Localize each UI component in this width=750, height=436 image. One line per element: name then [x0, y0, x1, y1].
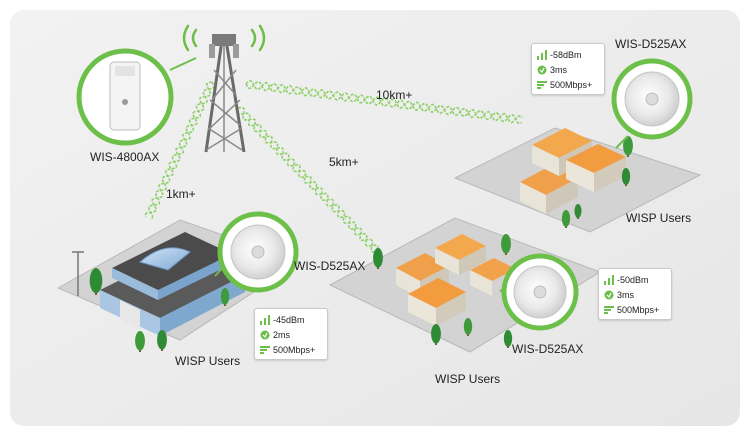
tree — [501, 234, 511, 254]
site-campus-users-label: WISP Users — [175, 354, 241, 368]
latency-value: 3ms — [550, 64, 568, 75]
tree — [373, 247, 383, 268]
tree — [621, 168, 631, 185]
site-middle-device-label: WIS-D525AX — [512, 342, 584, 356]
trees — [89, 136, 633, 352]
tree — [135, 331, 145, 351]
link-wave-10km — [245, 79, 523, 124]
signal-value: -50dBm — [617, 274, 649, 285]
latency-icon — [260, 330, 270, 339]
signal-value: -58dBm — [550, 49, 582, 60]
throughput-icon — [537, 80, 547, 89]
throughput-row: 500Mbps+ — [537, 77, 599, 92]
link-distance-10km: 10km+ — [376, 88, 413, 102]
throughput-value: 500Mbps+ — [273, 344, 316, 355]
tree — [220, 288, 230, 305]
dish-callout-houses-middle — [499, 253, 579, 331]
signal-bars-icon — [260, 314, 270, 325]
houses-right — [520, 128, 626, 214]
link-wave-1km — [144, 81, 213, 218]
site-campus-device-label: WIS-D525AX — [294, 259, 366, 273]
link-wave-5km — [236, 107, 380, 253]
signal-row: -50dBm — [604, 272, 666, 287]
stats-box-campus: -45dBm 2ms 500Mbps+ — [254, 308, 328, 360]
signal-bars-icon — [604, 274, 614, 285]
throughput-value: 500Mbps+ — [617, 304, 660, 315]
throughput-icon — [604, 305, 614, 314]
link-wave-1km — [147, 81, 215, 220]
tree — [89, 268, 103, 294]
throughput-row: 500Mbps+ — [260, 342, 322, 357]
tree — [561, 210, 571, 227]
latency-row: 3ms — [537, 62, 599, 77]
link-distance-5km: 5km+ — [329, 155, 359, 169]
tower-device-label: WIS-4800AX — [90, 150, 160, 164]
site-right-users-label: WISP Users — [626, 211, 692, 225]
tree — [623, 136, 633, 156]
latency-value: 2ms — [273, 329, 291, 340]
cell-tower — [182, 24, 266, 153]
wireless-links — [144, 79, 523, 254]
link-wave-5km — [237, 106, 379, 254]
tower-device-callout — [76, 48, 197, 146]
throughput-value: 500Mbps+ — [550, 79, 593, 90]
site-right-device-label: WIS-D525AX — [615, 37, 687, 51]
latency-icon — [604, 290, 614, 299]
tree — [574, 204, 582, 218]
link-distance-1km: 1km+ — [166, 187, 196, 201]
signal-value: -45dBm — [273, 314, 305, 325]
dish-callout-campus — [214, 211, 299, 293]
tree — [463, 318, 473, 335]
signal-row: -58dBm — [537, 47, 599, 62]
stats-box-houses-middle: -50dBm 3ms 500Mbps+ — [598, 268, 672, 320]
latency-row: 2ms — [260, 327, 322, 342]
stats-box-houses-right: -58dBm 3ms 500Mbps+ — [531, 43, 605, 95]
site-middle-users-label: WISP Users — [435, 372, 501, 386]
tree — [431, 324, 441, 344]
throughput-row: 500Mbps+ — [604, 302, 666, 317]
dish-callout-houses-right — [611, 58, 693, 149]
latency-icon — [537, 65, 547, 74]
signal-row: -45dBm — [260, 312, 322, 327]
latency-row: 3ms — [604, 287, 666, 302]
latency-value: 3ms — [617, 289, 635, 300]
tree — [503, 330, 513, 347]
signal-bars-icon — [537, 49, 547, 60]
houses-middle — [396, 234, 516, 326]
throughput-icon — [260, 345, 270, 354]
tree — [157, 330, 167, 350]
